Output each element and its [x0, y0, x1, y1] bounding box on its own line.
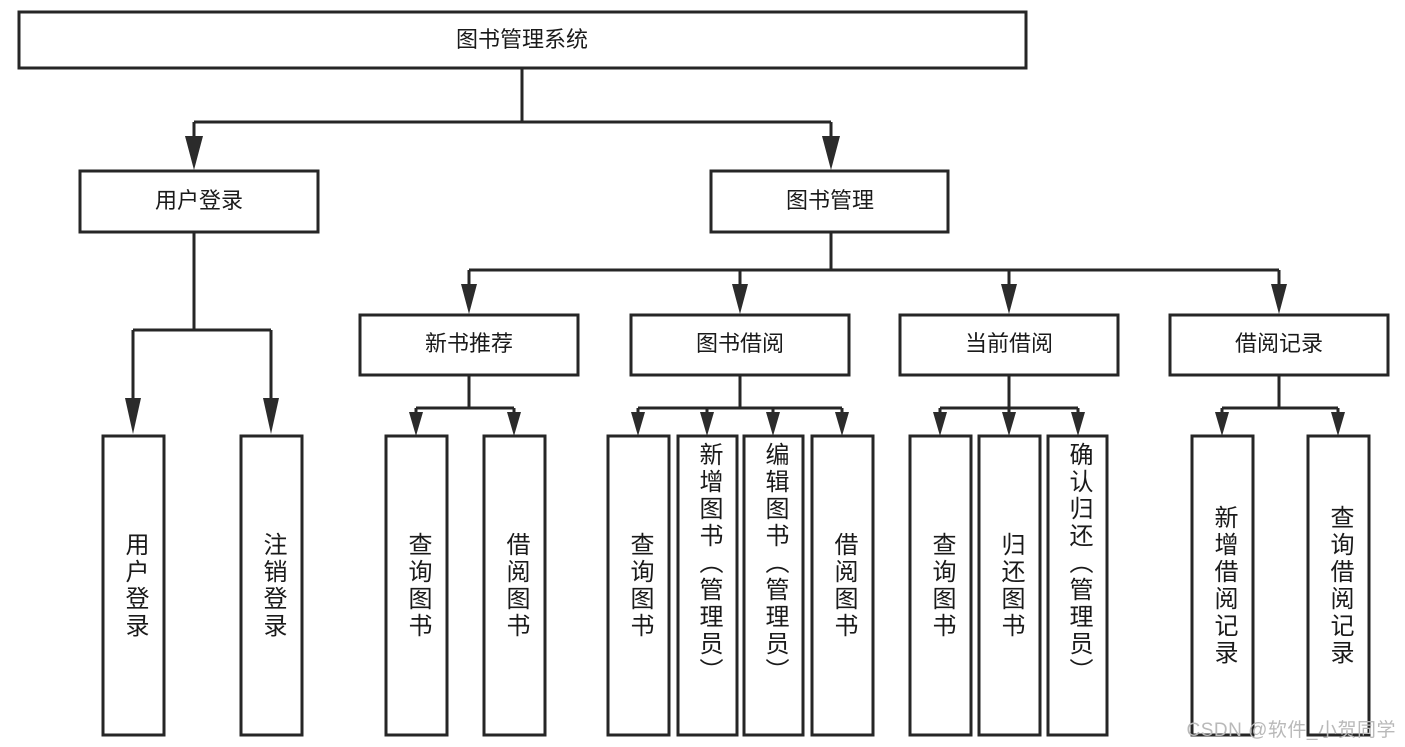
arrowhead-leaf-edit-book — [766, 412, 780, 436]
arrowhead-leaf-add-record — [1215, 412, 1229, 436]
node-leaf-query-book-2-box[interactable] — [606, 434, 671, 737]
node-new-book-rec-box[interactable] — [358, 313, 580, 377]
node-book-borrow[interactable]: 图书借阅 — [629, 313, 851, 377]
arrowhead-leaf-query-record — [1331, 412, 1345, 436]
arrowhead-borrow-record — [1271, 284, 1287, 314]
node-leaf-user-login-box[interactable] — [101, 434, 166, 737]
node-borrow-record-box[interactable] — [1168, 313, 1390, 377]
node-leaf-query-book-1-box[interactable] — [384, 434, 449, 737]
node-book-manage-box[interactable] — [709, 169, 950, 234]
arrowhead-leaf-user-logout — [263, 398, 279, 434]
arrowhead-leaf-query-book-1 — [409, 412, 423, 436]
node-book-manage-label: 图书管理 — [786, 188, 874, 213]
node-leaf-borrow-book-2-box[interactable] — [810, 434, 875, 737]
connector-group-root — [185, 68, 840, 170]
arrowhead-current-borrow — [1001, 284, 1017, 314]
node-user-login-label: 用户登录 — [155, 188, 243, 213]
node-user-login-box[interactable] — [78, 169, 320, 234]
node-leaf-borrow-book-1-box[interactable] — [482, 434, 547, 737]
connector-group-current-borrow — [933, 375, 1085, 436]
node-root-box[interactable] — [17, 10, 1028, 70]
node-book-borrow-box[interactable] — [629, 313, 851, 377]
node-book-borrow-label: 图书借阅 — [696, 331, 784, 356]
node-leaf-edit-book-box[interactable] — [742, 434, 805, 737]
node-leaf-confirm-return-box[interactable] — [1046, 434, 1109, 737]
node-new-book-rec[interactable]: 新书推荐 — [358, 313, 580, 377]
node-leaf-query-record-box[interactable] — [1306, 434, 1371, 737]
arrowhead-book-manage — [822, 136, 840, 170]
arrowhead-leaf-add-book — [700, 412, 714, 436]
node-borrow-record[interactable]: 借阅记录 — [1168, 313, 1390, 377]
connector-group-book-manage — [461, 232, 1287, 314]
node-user-login[interactable]: 用户登录 — [78, 169, 320, 234]
node-leaf-return-book-box[interactable] — [977, 434, 1042, 737]
node-leaf-add-record-box[interactable] — [1190, 434, 1255, 737]
node-leaf-query-book-3-box[interactable] — [908, 434, 973, 737]
node-current-borrow-label: 当前借阅 — [965, 331, 1053, 356]
node-leaf-add-book-box[interactable] — [676, 434, 739, 737]
arrowhead-leaf-confirm-return — [1071, 412, 1085, 436]
arrowhead-leaf-borrow-book-1 — [507, 412, 521, 436]
arrowhead-leaf-borrow-book-2 — [835, 412, 849, 436]
arrowhead-leaf-query-book-3 — [933, 412, 947, 436]
node-root[interactable]: 图书管理系统 — [17, 10, 1028, 70]
node-root-label: 图书管理系统 — [456, 27, 588, 52]
connector-group-borrow-record — [1215, 375, 1345, 436]
arrowhead-book-borrow — [732, 284, 748, 314]
arrowhead-new-book-rec — [461, 284, 477, 314]
arrowhead-leaf-user-login — [125, 398, 141, 434]
node-current-borrow[interactable]: 当前借阅 — [898, 313, 1120, 377]
node-current-borrow-box[interactable] — [898, 313, 1120, 377]
csdn-watermark: CSDN @软件_小贺同学 — [1186, 720, 1396, 741]
arrowhead-leaf-query-book-2 — [631, 412, 645, 436]
node-borrow-record-label: 借阅记录 — [1235, 331, 1323, 356]
connector-group-user-login — [125, 232, 279, 434]
arrowhead-user-login — [185, 136, 203, 170]
node-book-manage[interactable]: 图书管理 — [709, 169, 950, 234]
connector-group-new-book-rec — [409, 375, 521, 436]
connector-group-book-borrow — [631, 375, 849, 436]
arrowhead-leaf-return-book — [1002, 412, 1016, 436]
node-leaf-user-logout-box[interactable] — [239, 434, 304, 737]
node-new-book-rec-label: 新书推荐 — [425, 331, 513, 356]
